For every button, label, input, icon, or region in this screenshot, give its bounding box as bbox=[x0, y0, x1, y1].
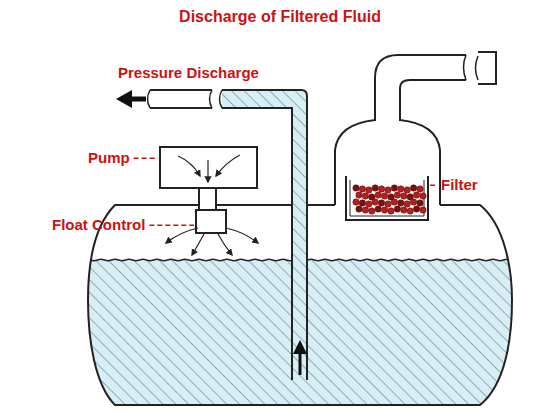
drawing-part bbox=[207, 160, 208, 182]
filter-granule bbox=[369, 208, 375, 214]
filter-granule bbox=[366, 187, 372, 193]
filter-granule bbox=[394, 192, 400, 198]
drawing-part bbox=[216, 155, 240, 176]
filter-granule bbox=[388, 208, 394, 214]
drawing-part bbox=[166, 228, 198, 243]
filter-granule bbox=[372, 185, 378, 191]
filter-granule bbox=[385, 187, 391, 193]
filter-basket bbox=[346, 176, 428, 220]
filter-granule bbox=[410, 185, 416, 191]
part-label: Pressure Discharge bbox=[118, 65, 259, 82]
filter-granule bbox=[394, 206, 400, 212]
filter-granule bbox=[381, 193, 387, 199]
filter-granule bbox=[378, 186, 384, 192]
filter-granule bbox=[362, 193, 368, 199]
filter-granule bbox=[391, 185, 397, 191]
filter-granule bbox=[420, 193, 426, 199]
filter-granule bbox=[401, 193, 407, 199]
filter-granule bbox=[366, 201, 372, 207]
filter-granule bbox=[391, 199, 397, 205]
filter-granule bbox=[398, 200, 404, 206]
discharge-pipe bbox=[222, 90, 307, 380]
drawing-part bbox=[178, 156, 200, 176]
filter-granule bbox=[407, 208, 413, 214]
part-label: Pump bbox=[88, 150, 130, 167]
filter-granule bbox=[375, 192, 381, 198]
filter-granule bbox=[359, 200, 365, 206]
leader-line bbox=[430, 185, 438, 187]
filter-basket bbox=[350, 180, 424, 216]
filter-granule bbox=[417, 200, 423, 206]
pipe-break bbox=[148, 90, 213, 108]
filter-granule bbox=[410, 199, 416, 205]
filter-granule bbox=[413, 192, 419, 198]
filter-granule bbox=[356, 206, 362, 212]
filter-granule bbox=[362, 207, 368, 213]
filter-granule bbox=[413, 206, 419, 212]
leader-line bbox=[149, 225, 194, 227]
part-label: Filter bbox=[441, 177, 478, 194]
filter-granule bbox=[372, 199, 378, 205]
filter-granule bbox=[356, 192, 362, 198]
filter-granule bbox=[385, 201, 391, 207]
filter-granule bbox=[378, 200, 384, 206]
float-control-body bbox=[196, 210, 226, 233]
filter-granule bbox=[353, 185, 359, 191]
filter-granule bbox=[404, 187, 410, 193]
pipe-fluid bbox=[222, 90, 307, 380]
pipe-cap bbox=[478, 52, 496, 84]
discharge-pipe bbox=[150, 90, 212, 108]
diagram-title: Discharge of Filtered Fluid bbox=[179, 8, 381, 26]
flow-arrows bbox=[166, 155, 258, 255]
filter-granule bbox=[404, 201, 410, 207]
drawing-part bbox=[218, 234, 232, 255]
filter-media bbox=[353, 185, 426, 214]
filter-granule bbox=[353, 199, 359, 205]
pipe-break bbox=[476, 56, 479, 80]
leader-line bbox=[134, 158, 158, 160]
drawing-part bbox=[192, 234, 204, 255]
filter-granule bbox=[375, 206, 381, 212]
filter-granule bbox=[359, 186, 365, 192]
filter-granule bbox=[401, 207, 407, 213]
filter-granule bbox=[417, 186, 423, 192]
drawing-part bbox=[226, 228, 258, 243]
part-label: Float Control bbox=[52, 217, 145, 234]
leader-lines bbox=[134, 158, 438, 225]
pump-body bbox=[160, 147, 257, 188]
pipe-break bbox=[220, 90, 223, 108]
flow-arrow bbox=[116, 90, 132, 108]
filter-granule bbox=[398, 186, 404, 192]
pipe-break bbox=[464, 55, 467, 80]
pump-neck bbox=[199, 188, 216, 210]
filter-granule bbox=[381, 207, 387, 213]
flow-arrow bbox=[293, 340, 307, 354]
filter-granule bbox=[420, 207, 426, 213]
